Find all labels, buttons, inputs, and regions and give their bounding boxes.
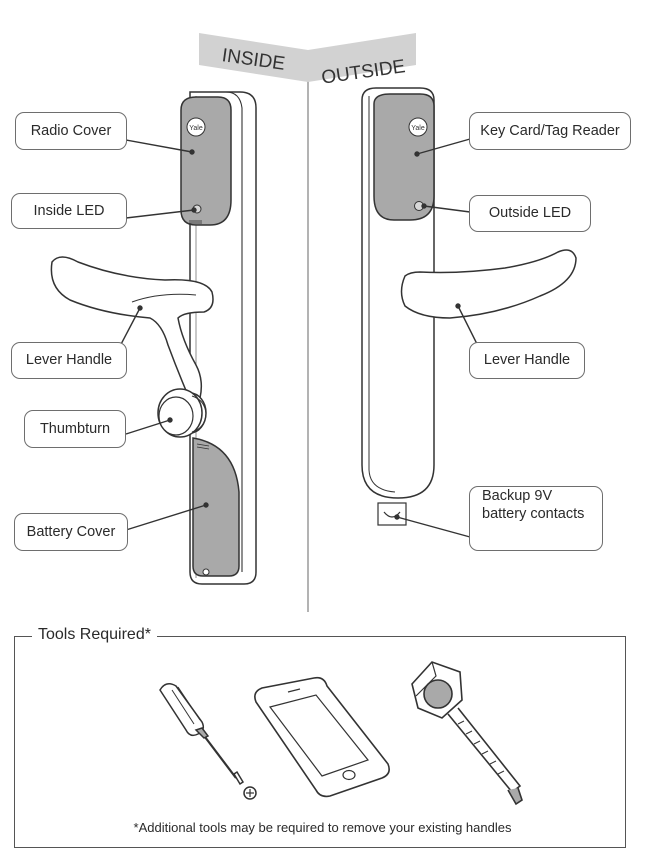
battery-contacts-label: Backup 9V battery contacts <box>469 486 603 551</box>
screwdriver-icon <box>159 683 257 800</box>
battery-contacts-label-line1: Backup 9V <box>482 488 553 504</box>
smartphone-icon <box>254 676 390 798</box>
tools-required-frame <box>14 636 626 848</box>
outside-lever-handle-label: Lever Handle <box>469 342 585 379</box>
yale-logo-text-outside: Yale <box>411 125 425 132</box>
tools-required-title: Tools Required* <box>32 626 157 644</box>
inside-lever-handle <box>50 256 214 401</box>
thumbturn-label: Thumbturn <box>24 410 126 448</box>
inside-handle: Yale <box>50 91 257 585</box>
outside-lever-handle <box>400 249 577 319</box>
inside-banner: INSIDE <box>199 33 308 82</box>
thumbturn <box>157 388 207 438</box>
yale-logo-outside <box>408 117 428 137</box>
battery-screw <box>202 568 210 576</box>
inside-lever-handle-label: Lever Handle <box>11 342 127 379</box>
battery-contacts-label-line2: battery contacts <box>482 506 585 523</box>
battery-cover-label: Battery Cover <box>14 513 128 551</box>
tools-note: *Additional tools may be required to rem… <box>133 820 512 835</box>
battery-contacts <box>377 502 407 526</box>
outside-handle: Yale <box>361 87 577 526</box>
yale-logo-text-inside: Yale <box>189 125 203 132</box>
radio-cover <box>180 96 232 226</box>
reader-label: Key Card/Tag Reader <box>469 112 631 150</box>
battery-cover <box>192 437 240 577</box>
inside-led-label: Inside LED <box>11 193 127 229</box>
tape-measure-icon <box>411 661 523 806</box>
radio-cover-label: Radio Cover <box>15 112 127 150</box>
reader-cover <box>373 93 435 221</box>
yale-logo-inside <box>186 117 206 137</box>
outside-banner: OUTSIDE <box>308 33 416 89</box>
outside-led-label: Outside LED <box>469 195 591 232</box>
